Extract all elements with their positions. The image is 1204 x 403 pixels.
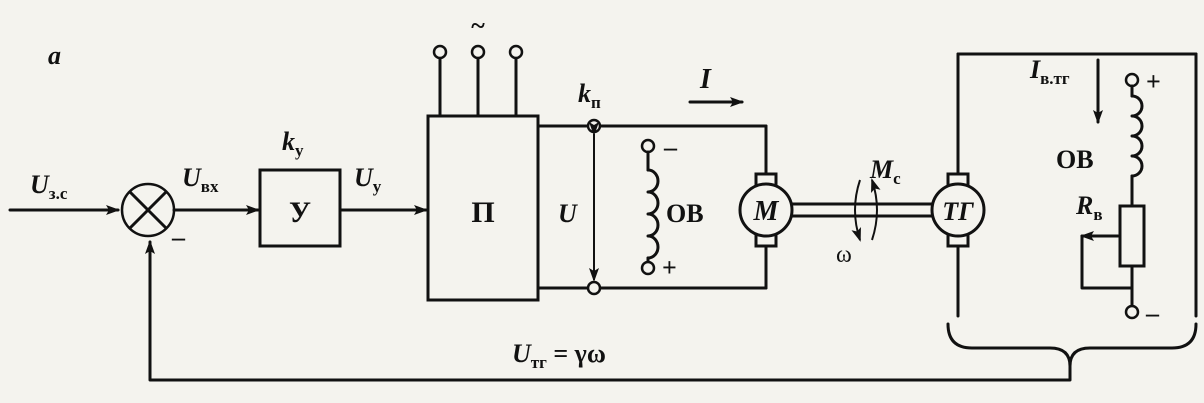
supply-terminals [432, 44, 524, 118]
amplifier-block [258, 168, 342, 248]
current-label: I [699, 64, 712, 95]
tacho-field-minus-terminal [1124, 304, 1140, 320]
motor-label: M [753, 196, 780, 227]
minus-sign: – [171, 223, 186, 252]
torque-arc [871, 178, 881, 241]
torque-label: Mc [869, 155, 901, 188]
motor-field-plus: + [662, 253, 677, 282]
tacho-field-minus: – [1145, 299, 1160, 328]
voltage-label: U [558, 199, 578, 228]
tacho-brace [946, 322, 1198, 368]
tacho-field-label: ОВ [1056, 145, 1094, 174]
bottom-node [586, 280, 602, 296]
amplifier-label: У [289, 196, 311, 229]
amplifier-gain: kу [282, 127, 304, 160]
top-node [586, 118, 602, 134]
input-signal-label: Uвх [182, 163, 219, 196]
rheostat-shunt [1080, 234, 1134, 290]
motor-field-minus: – [663, 133, 678, 162]
rheostat-label: Rв [1075, 191, 1103, 224]
tacho-circle [930, 182, 986, 238]
speed-arc [851, 179, 861, 242]
figure-label: a [48, 41, 61, 70]
tacho-field-plus: + [1146, 67, 1161, 96]
converter-gain: kп [578, 79, 601, 112]
motor-field-winding [640, 138, 660, 276]
motor-circle [738, 182, 794, 238]
converter-label: П [471, 196, 494, 229]
tacho-label: TГ [942, 197, 974, 226]
field-rheostat [1118, 204, 1146, 268]
tacho-field-winding [1124, 72, 1144, 208]
motor-field-label: ОВ [666, 199, 704, 228]
speed-label: ω [836, 242, 852, 268]
converter-block [426, 114, 540, 302]
summing-junction [120, 182, 176, 238]
amp-signal-label: Uу [354, 163, 382, 196]
tacho-current-label: Iв.тг [1029, 55, 1070, 88]
feedback-line [145, 240, 1072, 382]
setpoint-label: Uз.с [30, 170, 68, 203]
feedback-label: Uтг = γω [512, 339, 606, 372]
supply-symbol: ~ [471, 11, 485, 40]
